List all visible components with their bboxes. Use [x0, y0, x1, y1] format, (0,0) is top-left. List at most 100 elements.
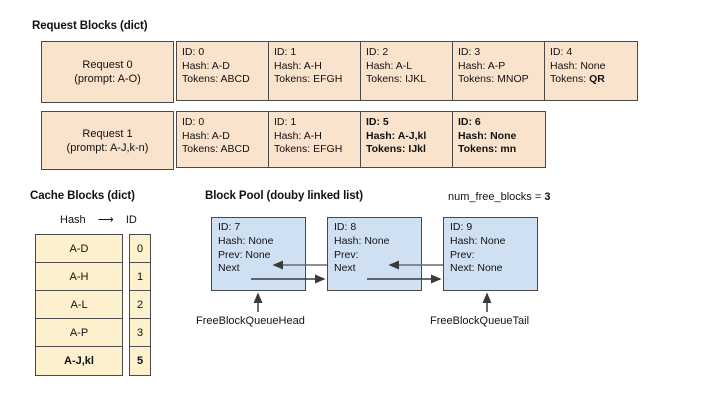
cache-id-cell: 2: [130, 291, 150, 319]
free-block-queue-tail-label: FreeBlockQueueTail: [430, 315, 530, 327]
request-row-0-label: Request 0 (prompt: A-O): [41, 41, 174, 103]
request-row-1-blocks: ID: 0 Hash: A-D Tokens: ABCD ID: 1 Hash:…: [176, 111, 546, 168]
block-hash: Hash: A-H: [274, 129, 322, 142]
request-blocks-title: Request Blocks (dict): [32, 20, 148, 32]
block-tokens-label: Tokens:: [182, 73, 221, 86]
block-cell: ID: 2 Hash: A-L Tokens: IJKL: [361, 42, 453, 100]
block-tokens-value: QR: [589, 73, 605, 86]
block-tokens: Tokens: ABCD: [182, 73, 268, 87]
cache-id-cell: 1: [130, 263, 150, 291]
cache-hash-cell: A-L: [36, 291, 122, 319]
cache-id-column: 0 1 2 3 5: [129, 234, 151, 376]
cache-id-cell: 0: [130, 235, 150, 263]
pool-node-id: ID: 8: [334, 221, 357, 233]
block-id: ID: 3: [458, 46, 481, 58]
block-tokens-value: ABCD: [220, 73, 250, 86]
block-tokens-label: Tokens:: [458, 73, 498, 86]
block-hash: Hash: A-D: [182, 129, 230, 142]
block-tokens-label: Tokens:: [366, 73, 406, 86]
cache-hash-cell: A-J,kl: [64, 354, 94, 367]
block-cell: ID: 0 Hash: A-D Tokens: ABCD: [177, 42, 269, 100]
block-tokens-value: MNOP: [497, 73, 529, 86]
cache-hash-column: A-D A-H A-L A-P A-J,kl: [35, 234, 123, 376]
pool-node-8: ID: 8 Hash: None Prev: Next: [327, 217, 422, 291]
block-hash: Hash: A-H: [274, 59, 322, 72]
pool-node-hash: Hash: None: [450, 234, 506, 247]
maps-to-arrow-icon: ⟶: [97, 214, 114, 226]
block-cell: ID: 1 Hash: A-H Tokens: EFGH: [269, 42, 361, 100]
block-tokens-value: IJkl: [408, 143, 426, 156]
block-tokens: Tokens: IJkl: [366, 143, 452, 157]
block-id: ID: 2: [366, 46, 389, 58]
hash-column-header: Hash: [60, 214, 86, 226]
pool-node-9: ID: 9 Hash: None Prev: Next: None: [443, 217, 538, 291]
block-cell: ID: 3 Hash: A-P Tokens: MNOP: [453, 42, 545, 100]
block-id: ID: 6: [458, 116, 481, 128]
block-hash: Hash: None: [550, 59, 606, 72]
free-block-queue-head-label: FreeBlockQueueHead: [196, 315, 305, 327]
cache-blocks-title: Cache Blocks (dict): [30, 190, 135, 202]
pool-node-7: ID: 7 Hash: None Prev: None Next: [211, 217, 306, 291]
block-tokens-value: IJKL: [405, 73, 427, 86]
request-row-0-blocks: ID: 0 Hash: A-D Tokens: ABCD ID: 1 Hash:…: [176, 41, 638, 101]
block-id: ID: 0: [182, 116, 205, 128]
block-hash: Hash: A-D: [182, 59, 230, 72]
pool-node-next: Next: [218, 262, 240, 275]
block-cell: ID: 5 Hash: A-J,kl Tokens: IJkl: [361, 112, 453, 167]
request-row-0-prompt: (prompt: A-O): [74, 73, 141, 85]
block-tokens-label: Tokens:: [458, 143, 501, 156]
block-tokens: Tokens: MNOP: [458, 73, 544, 87]
block-tokens-label: Tokens:: [274, 73, 314, 86]
pool-node-id: ID: 9: [450, 221, 473, 233]
block-tokens-value: mn: [500, 143, 517, 156]
block-tokens-label: Tokens:: [274, 143, 314, 156]
block-tokens: Tokens: EFGH: [274, 73, 360, 87]
block-tokens-value: EFGH: [313, 143, 343, 156]
pool-node-next: Next: None: [450, 262, 503, 275]
num-free-blocks: num_free_blocks = 3: [448, 191, 550, 203]
block-tokens: Tokens: ABCD: [182, 143, 268, 157]
block-tokens-value: ABCD: [220, 143, 250, 156]
block-tokens-label: Tokens:: [182, 143, 221, 156]
cache-id-cell: 5: [136, 354, 144, 367]
block-cell: ID: 1 Hash: A-H Tokens: EFGH: [269, 112, 361, 167]
block-id: ID: 0: [182, 46, 205, 58]
cache-hash-cell: A-H: [36, 263, 122, 291]
block-cell: ID: 4 Hash: None Tokens: QR: [545, 42, 635, 100]
block-tokens: Tokens: mn: [458, 143, 545, 157]
block-tokens: Tokens: QR: [550, 73, 635, 87]
cache-hash-cell: A-D: [36, 235, 122, 263]
block-pool-title: Block Pool (douby linked list): [205, 190, 364, 202]
block-hash: Hash: A-L: [366, 59, 413, 72]
pool-node-prev: Prev:: [450, 248, 475, 261]
request-row-1-label: Request 1 (prompt: A-J,k-n): [41, 111, 174, 170]
num-free-blocks-value: 3: [544, 191, 551, 203]
block-hash: Hash: None: [458, 129, 517, 142]
block-hash: Hash: A-P: [458, 59, 506, 72]
block-id: ID: 5: [366, 116, 389, 128]
pool-node-next: Next: [334, 262, 356, 275]
pool-node-hash: Hash: None: [218, 234, 274, 247]
pool-node-prev: Prev:: [334, 248, 359, 261]
id-column-header: ID: [125, 214, 137, 226]
pool-node-id: ID: 7: [218, 221, 241, 233]
cache-id-cell: 3: [130, 319, 150, 347]
block-cell: ID: 0 Hash: A-D Tokens: ABCD: [177, 112, 269, 167]
block-tokens: Tokens: EFGH: [274, 143, 360, 157]
block-tokens-value: EFGH: [313, 73, 343, 86]
request-row-1-name: Request 1: [82, 127, 133, 140]
block-tokens-label: Tokens:: [550, 73, 590, 86]
block-cell: ID: 6 Hash: None Tokens: mn: [453, 112, 545, 167]
block-tokens: Tokens: IJKL: [366, 73, 452, 87]
block-id: ID: 1: [274, 116, 297, 128]
num-free-blocks-label: num_free_blocks =: [448, 191, 545, 203]
request-row-0-name: Request 0: [82, 59, 133, 71]
block-id: ID: 1: [274, 46, 297, 58]
block-tokens-label: Tokens:: [366, 143, 409, 156]
pool-node-prev: Prev: None: [218, 248, 271, 261]
pool-node-hash: Hash: None: [334, 234, 390, 247]
cache-blocks-column-headers: Hash ⟶ ID: [60, 213, 137, 226]
block-id: ID: 4: [550, 46, 573, 58]
request-row-1-prompt: (prompt: A-J,k-n): [66, 141, 149, 154]
